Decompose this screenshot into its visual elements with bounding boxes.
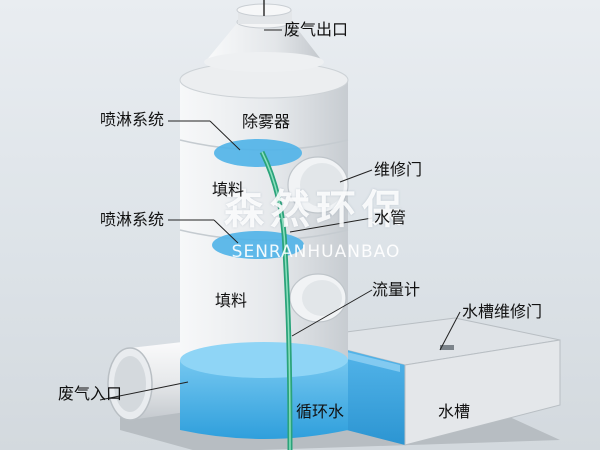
label-tank-maintenance-door: 水槽维修门 (462, 302, 543, 321)
label-packing-lower: 填料 (215, 291, 248, 310)
label-water-tank: 水槽 (438, 402, 471, 421)
label-water-pipe: 水管 (374, 208, 407, 227)
label-packing-upper: 填料 (212, 180, 245, 199)
label-spray-system-lower: 喷淋系统 (100, 210, 165, 229)
label-maintenance-door: 维修门 (374, 160, 423, 179)
watermark-cn: 森然环保 (224, 187, 408, 233)
label-circulating-water: 循环水 (296, 402, 345, 421)
door-lower (289, 273, 347, 323)
label-flow-meter: 流量计 (372, 280, 421, 299)
label-exhaust-inlet: 废气入口 (58, 384, 123, 403)
door-upper (287, 156, 349, 214)
watermark-en: SENRANHUANBAO (231, 242, 401, 262)
water-pipe (259, 150, 293, 450)
leader-lines (99, 29, 461, 401)
circulating-water (180, 342, 348, 439)
label-demister: 除雾器 (242, 112, 291, 131)
label-exhaust-outlet: 废气出口 (284, 20, 349, 39)
label-spray-system-upper: 喷淋系统 (100, 110, 165, 129)
